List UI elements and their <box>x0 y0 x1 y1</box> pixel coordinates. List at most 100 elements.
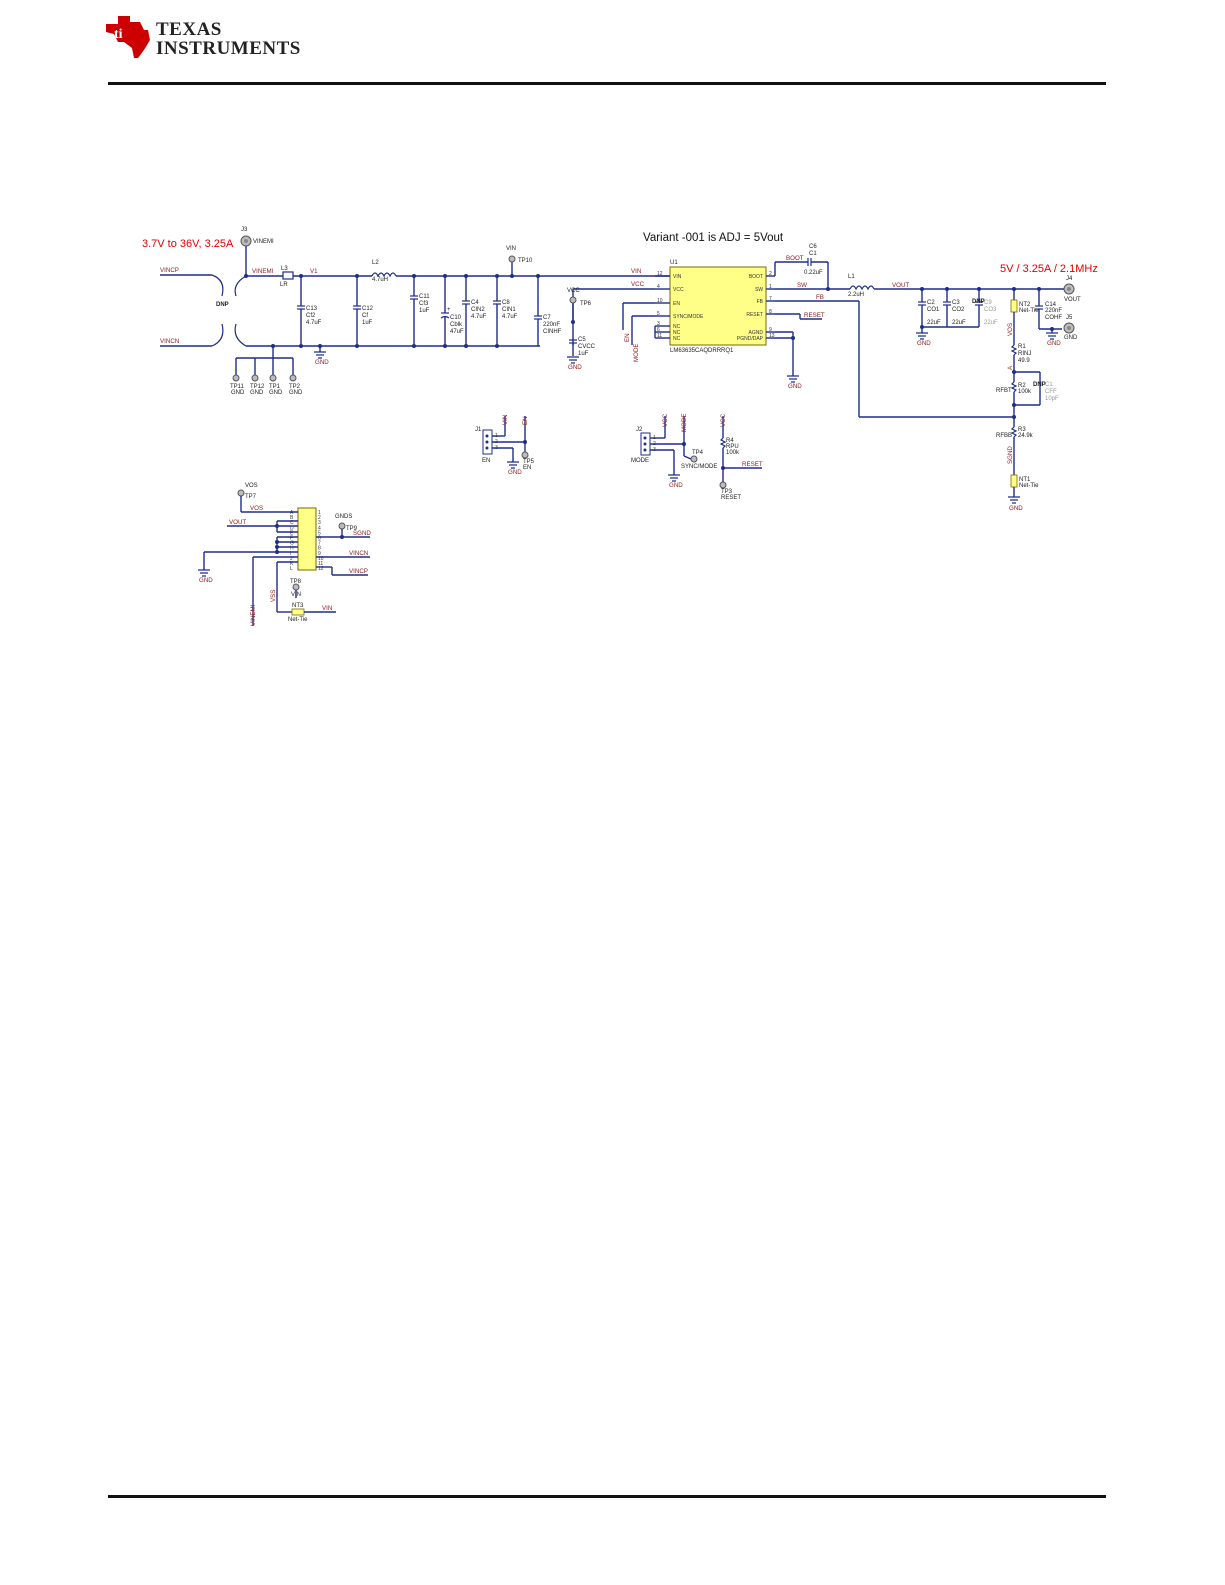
l1-ref: L1 <box>848 274 855 280</box>
svg-text:+: + <box>447 307 451 313</box>
u1-pin-number: 9 <box>769 327 772 333</box>
c7-ref: C7 <box>543 315 551 321</box>
header-pin-letter: E <box>290 530 294 536</box>
company-name: TEXAS INSTRUMENTS <box>156 20 301 58</box>
u1-pin-number: 3 <box>657 321 660 327</box>
l2-value: 4.7uH <box>372 277 388 283</box>
r1-name: RINJ <box>1018 351 1031 357</box>
sgnd-net: SGND <box>1007 446 1014 464</box>
j2-ref: J2 <box>636 427 643 433</box>
c11-ref: C11 <box>419 294 430 300</box>
nt1-gnd: GND <box>1009 505 1023 512</box>
c10-value: 47uF <box>450 329 464 335</box>
u1-pin-name: FB <box>757 299 764 305</box>
hdr-sgnd-net: SGND <box>353 530 371 537</box>
net-fb: FB <box>816 294 824 301</box>
c13-name: Cf2 <box>306 313 316 319</box>
c6-ref: C6 <box>809 244 817 250</box>
u1-pin-number: 7 <box>769 296 772 302</box>
tp5-testpoint-icon <box>521 451 529 459</box>
gnd-symbol-icon <box>198 569 210 577</box>
u1-pin-number: 5 <box>657 311 660 317</box>
input-annotation: 3.7V to 36V, 3.25A <box>142 238 234 250</box>
tp11-testpoint-icon <box>232 374 240 382</box>
j1-en-jumper: J1 EN 123 VIN EN TP5 EN GND <box>475 415 535 476</box>
header-pin-number: 6 <box>318 536 321 542</box>
tp6-ref: TP6 <box>580 301 592 307</box>
u1-pin-number: 13 <box>769 333 775 339</box>
c13-capacitor-icon <box>297 276 305 346</box>
u1-mode-net: MODE <box>633 343 640 362</box>
header-pin-number: 12 <box>318 566 324 572</box>
gnd-symbol-icon <box>1008 496 1020 504</box>
hdr-vss-net: VSS <box>270 590 277 602</box>
svg-text:ti: ti <box>114 27 123 42</box>
c13-ref: C13 <box>306 306 318 312</box>
hdr-vincp-net: VINCP <box>349 568 368 575</box>
nt1-value: Net-Tie <box>1019 483 1039 489</box>
vos-net: VOS <box>1007 323 1014 336</box>
co-gnd: GND <box>917 340 931 347</box>
u1-body <box>669 266 767 346</box>
tp2-testpoint-icon <box>289 374 297 382</box>
l3-value: LR <box>280 282 288 288</box>
c8-ref: C8 <box>502 300 510 306</box>
net-reset-u1: RESET <box>804 312 825 319</box>
j5-label: GND <box>1064 335 1078 341</box>
tp7-net: VOS <box>245 483 258 489</box>
j1-ref: J1 <box>475 427 482 433</box>
header-pin-number: 11 <box>318 561 323 567</box>
tp12-testpoint-icon <box>251 374 259 382</box>
c2-capacitor-icon <box>918 289 926 327</box>
j2-mode-net: MODE <box>681 413 688 432</box>
hdr-vinemi-net: VINEMI <box>250 604 257 626</box>
net-reset-r4: RESET <box>742 461 763 468</box>
j3-ref: J3 <box>241 227 248 233</box>
c10-name: Cblk <box>450 322 463 328</box>
footer-rule <box>108 1495 1106 1498</box>
net-vout: VOUT <box>892 282 909 289</box>
c4-name: CIN2 <box>471 307 485 313</box>
header-pin-letter: K <box>290 561 294 567</box>
j1-en-net: EN <box>522 416 529 425</box>
net-vincn: VINCN <box>160 338 179 345</box>
u1-pin-name: NC <box>673 324 681 330</box>
c12-name: Cf <box>362 313 368 319</box>
header-rule <box>108 82 1106 85</box>
nt2-value: Net-Tie <box>1019 308 1039 314</box>
header-pin-number: 5 <box>318 530 321 536</box>
r2-name: RFBT <box>996 388 1012 394</box>
ti-logo-icon: ti <box>106 16 150 58</box>
header-pin-number: 1 <box>318 510 321 516</box>
tp4-ref: TP4 <box>692 450 704 456</box>
u1-pin-name: EN <box>673 301 680 307</box>
u1-pin-number: 10 <box>657 298 663 304</box>
c9-ref: C9 <box>984 300 992 306</box>
c4-capacitor-icon <box>462 276 470 346</box>
c3-ref: C3 <box>952 300 960 306</box>
r4-ref: R4 <box>726 438 734 444</box>
j3-label: VINEMI <box>253 239 274 245</box>
header-pin-number: 3 <box>318 520 321 526</box>
header-pin-letter: D <box>290 525 294 531</box>
j2-label: MODE <box>631 458 649 464</box>
u1-pin-number: 12 <box>657 271 663 277</box>
tp12-ref: TP12 <box>250 384 265 390</box>
j2-gnd: GND <box>669 482 683 489</box>
r2-ref: R2 <box>1018 383 1026 389</box>
header-pin-number: 7 <box>318 541 321 547</box>
gnd-symbol-icon <box>507 461 519 469</box>
c4-value: 4.7uF <box>471 314 487 320</box>
gnd-label-input: GND <box>315 359 329 366</box>
c10-ref: C10 <box>450 315 462 321</box>
tp10-net: VIN <box>506 246 516 252</box>
header-pin-letter: F <box>290 536 293 542</box>
tp5-en: EN <box>523 465 531 471</box>
r1-resistor-icon <box>1010 344 1018 356</box>
c3-name: CO2 <box>952 307 965 313</box>
nt3-value: Net-Tie <box>288 617 308 623</box>
tp6-net: VCC <box>567 288 580 294</box>
c9-value: 22uF <box>984 320 998 326</box>
company-name-line1: TEXAS <box>156 19 222 40</box>
j1-label: EN <box>482 458 490 464</box>
